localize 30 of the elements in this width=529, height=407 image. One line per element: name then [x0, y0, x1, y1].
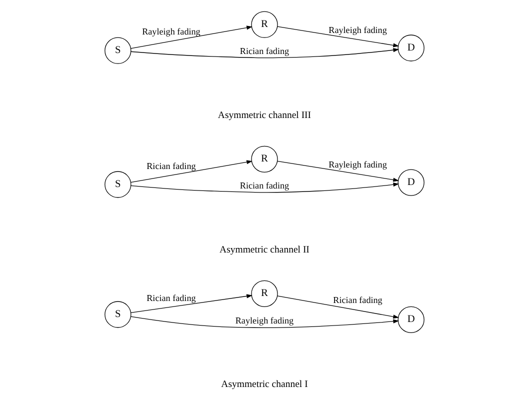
arrow	[277, 160, 400, 182]
node-circle: R	[251, 280, 278, 307]
node-circle: D	[398, 306, 424, 333]
node-circle: R	[251, 145, 278, 172]
label: Asymmetric channel II	[220, 244, 310, 255]
arrow	[130, 25, 252, 48]
arrow	[130, 316, 400, 328]
arrow	[130, 182, 400, 192]
node-circle: D	[398, 34, 424, 61]
node-circle: D	[398, 168, 424, 196]
edge-label: Rician fading	[146, 292, 196, 302]
edge-label: Rician fading	[240, 180, 290, 190]
edge-label: Rician fading	[240, 45, 290, 56]
node-circle: S	[104, 170, 132, 198]
edge-label: Rayleigh fading	[142, 26, 200, 36]
edge-label: Rayleigh fading	[235, 315, 294, 326]
label: Asymmetric channel I	[221, 378, 308, 390]
node-circle: S	[104, 36, 132, 64]
node-circle: R	[251, 10, 278, 38]
edge-label: Rician fading	[146, 160, 196, 171]
node-circle: S	[104, 300, 132, 328]
edge-label: Rician fading	[333, 294, 382, 304]
arrow	[130, 160, 252, 182]
arrow	[130, 294, 252, 313]
arrow	[277, 295, 400, 318]
label: Asymmetric channel III	[218, 109, 312, 120]
edge-label: Rayleigh fading	[328, 24, 387, 35]
arrow	[130, 48, 400, 58]
arrow	[277, 26, 400, 47]
edge-label: Rayleigh fading	[328, 159, 387, 170]
